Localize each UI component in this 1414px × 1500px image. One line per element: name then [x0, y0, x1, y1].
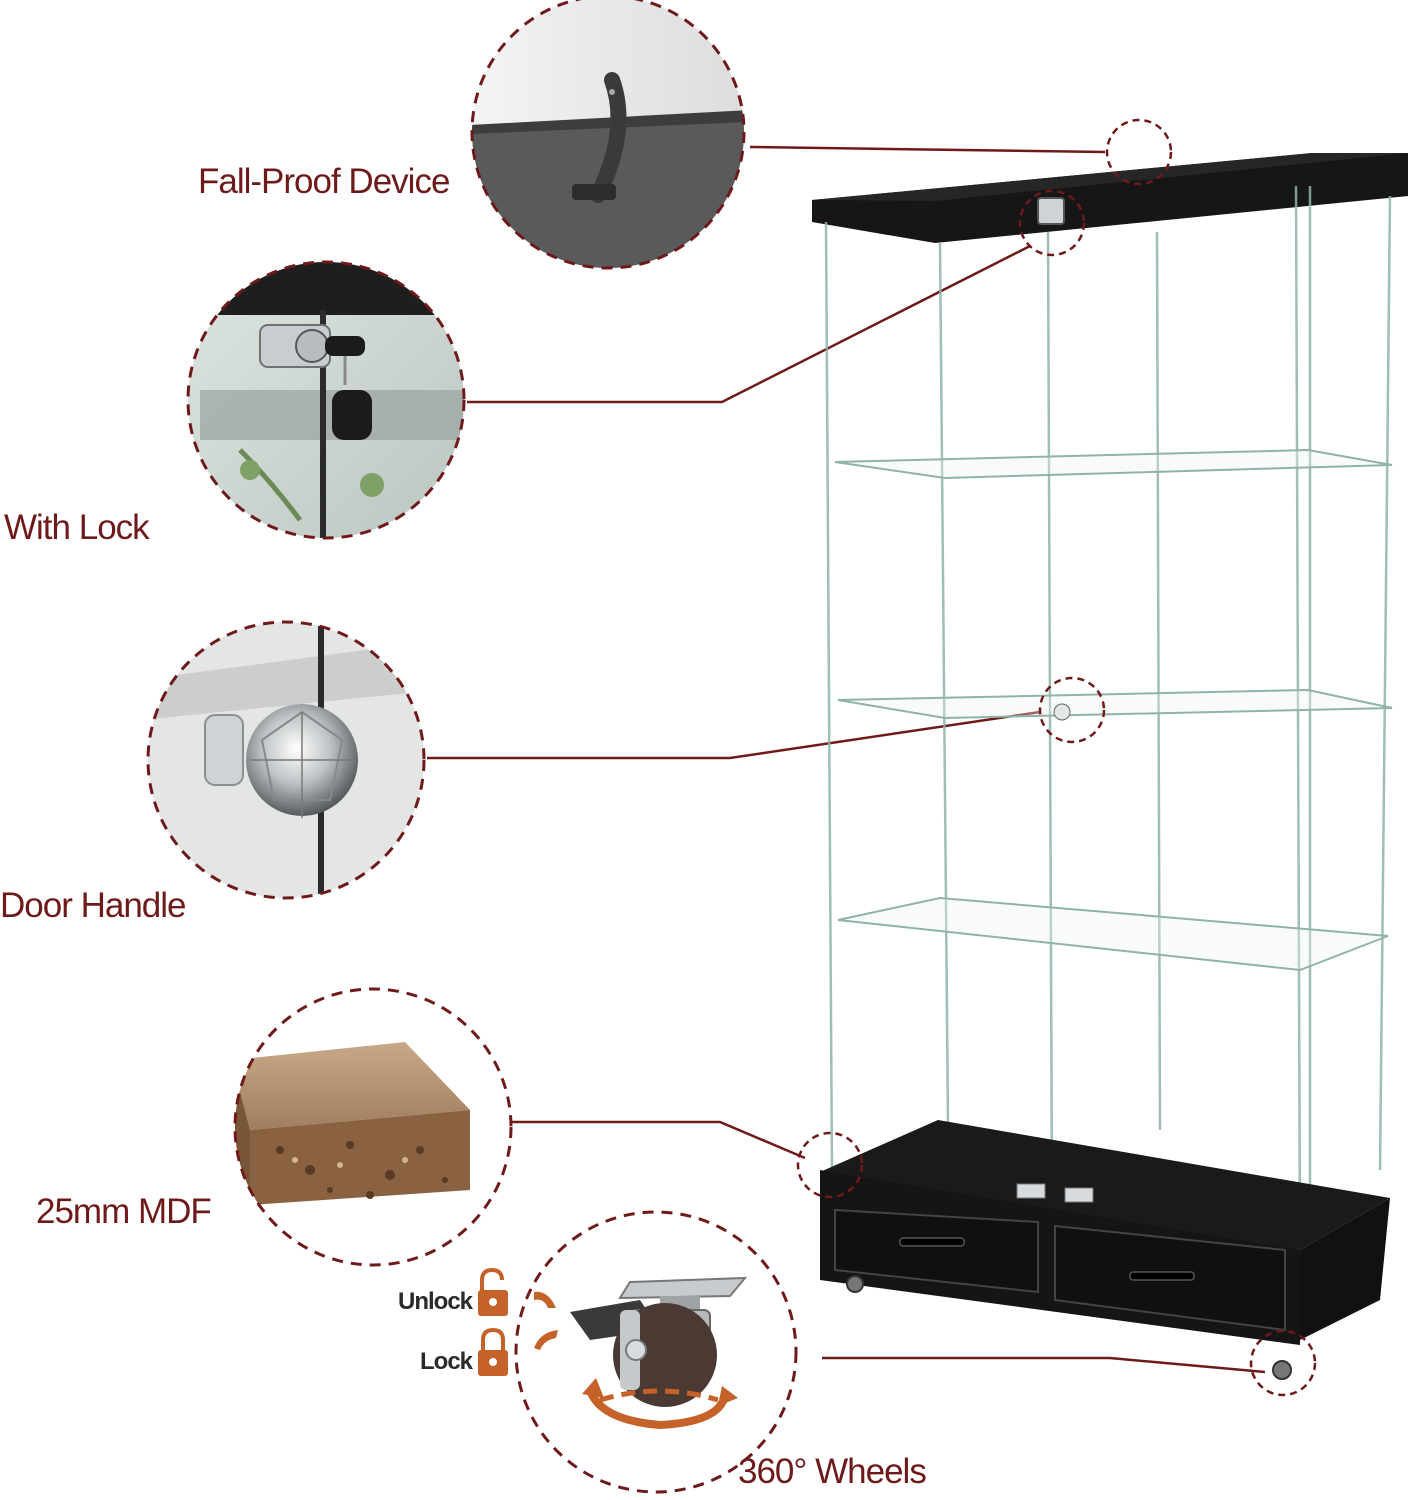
rotation-arrows-icon	[534, 1291, 558, 1350]
fall-proof-detail-photo	[470, 0, 746, 270]
lock-label: With Lock	[4, 508, 150, 547]
wheel-detail-photo	[514, 1210, 798, 1494]
glass-display-cabinet	[812, 153, 1408, 1380]
lock-detail-photo	[186, 260, 466, 540]
lock-state-label: Lock	[420, 1348, 473, 1375]
fall-proof-label: Fall-Proof Device	[198, 162, 450, 201]
connector-lines	[427, 145, 1266, 1374]
unlock-label: Unlock	[398, 1288, 473, 1315]
mdf-detail-photo	[233, 987, 513, 1267]
unlock-icon	[478, 1267, 508, 1316]
handle-label: Door Handle	[0, 886, 186, 925]
wheels-label: 360° Wheels	[738, 1452, 927, 1491]
lock-icon	[478, 1327, 508, 1376]
handle-detail-photo	[146, 620, 426, 900]
callout-markers	[796, 118, 1317, 1397]
mdf-label: 25mm MDF	[36, 1192, 212, 1231]
